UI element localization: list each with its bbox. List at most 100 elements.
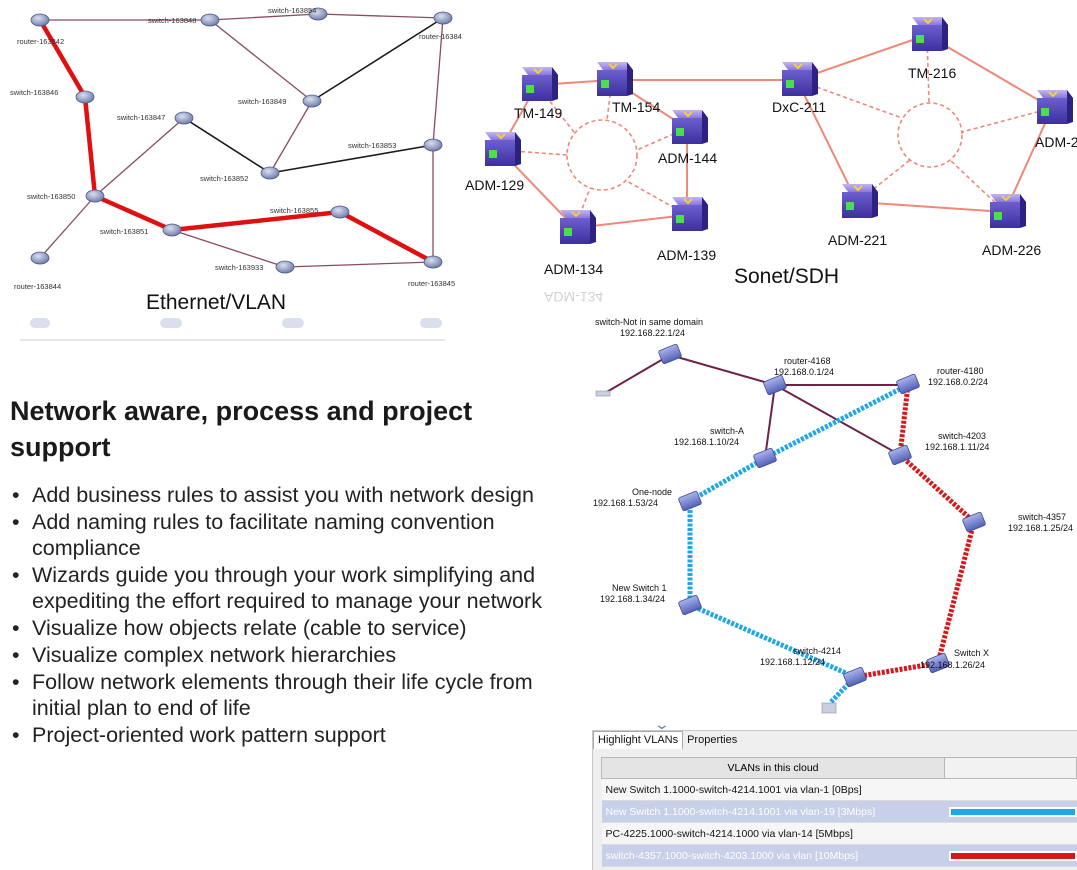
link [624, 179, 688, 216]
node-label: switch-163848 [148, 16, 196, 25]
bullet-icon: • [12, 643, 20, 667]
ring [566, 119, 638, 191]
bullet-icon: • [12, 483, 20, 507]
switch-icon[interactable] [678, 490, 702, 512]
table-row[interactable]: New Switch 1.1000-switch-4214.1001 via v… [601, 800, 1077, 823]
network-element-icon[interactable] [597, 62, 633, 96]
table-row[interactable]: switch-4357.1000-switch-4203.1000 via vl… [601, 844, 1077, 867]
node-label: switch-163855 [270, 206, 318, 215]
node-name: router-4180 [937, 366, 984, 376]
table-row[interactable]: New Switch 1.1000-switch-4214.1001 via v… [601, 778, 1077, 801]
switch-icon[interactable] [763, 374, 787, 396]
network-element-icon[interactable] [485, 132, 521, 166]
ethernet-topology-diagram: router-163842 switch-163848 switch-16385… [10, 6, 462, 341]
column-header[interactable]: VLANs in this cloud [601, 757, 945, 779]
feature-headline: Network aware, process and project suppo… [10, 396, 473, 462]
node-label: switch-163849 [238, 97, 286, 106]
switch-icon[interactable] [926, 652, 950, 674]
laptop-icon[interactable] [595, 390, 611, 397]
switch-icon[interactable] [423, 138, 443, 152]
link [183, 117, 271, 174]
node-name: switch-4357 [1018, 512, 1066, 522]
vlan-table: VLANs in this cloud New Switch 1.1000-sw… [601, 757, 1077, 867]
switch-icon[interactable] [275, 260, 295, 274]
network-element-icon[interactable] [560, 210, 596, 244]
table-row[interactable]: PC-4225.1000-switch-4214.1000 via vlan-1… [601, 822, 1077, 845]
switch-icon[interactable] [162, 223, 182, 237]
switch-icon[interactable] [843, 666, 867, 688]
node-ip: 192.168.1.11/24 [925, 442, 989, 452]
router-icon[interactable] [433, 11, 453, 25]
vlan-label: New Switch 1.1000-switch-4214.1001 via v… [601, 778, 945, 801]
network-element-icon[interactable] [672, 197, 708, 231]
list-item: •Visualize complex network hierarchies [10, 642, 570, 668]
switch-icon[interactable] [330, 205, 350, 219]
vlan-color-cell[interactable] [944, 844, 1077, 867]
node-label: switch-163847 [117, 113, 165, 122]
list-item: •Follow network elements through their l… [10, 669, 570, 721]
vlan-color-cell[interactable] [944, 778, 1077, 801]
node-ip: 192.168.1.26/24 [920, 660, 985, 670]
chevron-down-icon[interactable]: ⌄ [653, 716, 671, 732]
router-icon[interactable] [30, 251, 50, 265]
reflection: ADM-134 [544, 289, 603, 305]
router-icon[interactable] [423, 255, 443, 269]
monitor-icon[interactable] [821, 702, 837, 714]
network-element-icon[interactable] [672, 110, 708, 144]
node-label: DxC-211 [772, 99, 826, 115]
node-ip: 192.168.1.25/24 [1008, 523, 1073, 533]
switch-icon[interactable] [302, 94, 322, 108]
switch-icon[interactable] [200, 13, 220, 27]
link [311, 17, 444, 102]
node-name: switch-4203 [938, 431, 986, 441]
switch-icon[interactable] [896, 373, 920, 395]
list-item: •Add naming rules to facilitate naming c… [10, 509, 570, 561]
node-label: ADM-144 [658, 150, 717, 166]
link [432, 17, 444, 146]
switch-icon[interactable] [658, 343, 682, 365]
switch-icon[interactable] [308, 7, 328, 21]
vlan-color-cell[interactable] [944, 822, 1077, 845]
switch-icon[interactable] [753, 447, 777, 469]
switch-icon[interactable] [85, 189, 105, 203]
link [764, 384, 776, 459]
network-element-icon[interactable] [782, 62, 818, 96]
link [926, 34, 930, 104]
node-name: One-node [632, 487, 672, 497]
sonet-caption: Sonet/SDH [734, 265, 839, 288]
link [39, 195, 96, 259]
link [949, 159, 1006, 213]
switch-icon[interactable] [678, 594, 702, 616]
link [269, 144, 434, 174]
node-name: switch-A [710, 426, 744, 436]
switch-icon[interactable] [962, 511, 986, 533]
switch-icon[interactable] [888, 444, 912, 466]
tab-properties[interactable]: Properties [687, 734, 738, 746]
node-label: switch-163850 [27, 192, 75, 201]
link [796, 79, 858, 203]
switch-icon[interactable] [174, 111, 194, 125]
network-element-icon[interactable] [842, 184, 878, 218]
sonet-links [499, 34, 1053, 229]
node-label: router-163845 [408, 279, 455, 288]
network-element-icon[interactable] [990, 194, 1026, 228]
vlan-color-swatch [948, 806, 1077, 817]
node-label: switch-163852 [200, 174, 248, 183]
switch-icon[interactable] [260, 166, 280, 180]
tab-highlight-vlans[interactable]: Highlight VLANs [593, 731, 684, 749]
list-item: •Visualize how objects relate (cable to … [10, 615, 570, 641]
router-icon[interactable] [30, 13, 50, 27]
network-element-icon[interactable] [1037, 90, 1073, 124]
link [688, 455, 767, 504]
link [317, 13, 444, 19]
vlan-label: PC-4225.1000-switch-4214.1000 via vlan-1… [601, 822, 945, 845]
node-label: ADM-134 [544, 261, 603, 277]
network-element-icon[interactable] [522, 67, 558, 101]
link [669, 354, 776, 386]
vlan-color-cell[interactable] [944, 800, 1077, 823]
network-element-icon[interactable] [912, 17, 948, 51]
switch-icon[interactable] [75, 90, 95, 104]
node-ip: 192.168.1.12/24 [760, 657, 825, 667]
link [269, 100, 313, 174]
